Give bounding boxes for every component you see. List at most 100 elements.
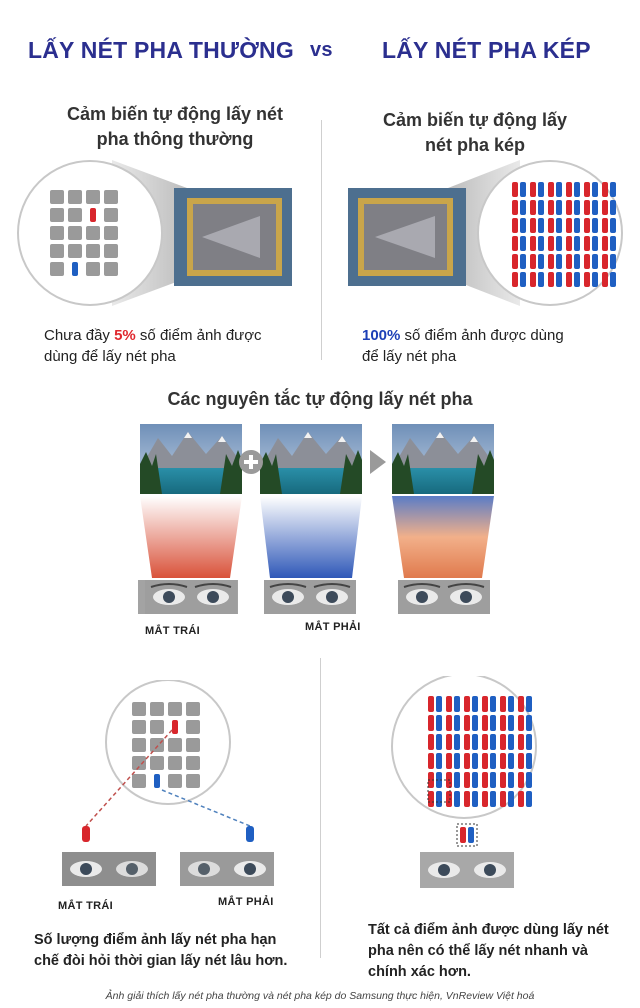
dual-pixel-red [500,696,506,712]
bottom-left-desc-line1: Số lượng điểm ảnh lấy nét pha hạn [34,932,277,948]
pixel [186,702,200,716]
pixel [104,208,118,222]
dual-pixel-blue [610,182,616,197]
dual-pixel-blue [592,272,598,287]
bottom-right-eye-label: MẮT PHẢI [218,896,274,908]
dual-pixel-red [602,254,608,269]
pixel [50,208,64,222]
dual-pixel-red [566,254,572,269]
top-left-desc-line1: Chưa đầy 5% số điểm ảnh được [44,325,314,346]
dual-pixel-blue [526,791,532,807]
dual-pixel-red [428,791,434,807]
dual-pixel-red [512,182,518,197]
highlighted-pixel-box [427,779,451,803]
pixel [150,702,164,716]
dual-pixel-blue [436,772,442,788]
dual-pixel-red [548,218,554,233]
dual-pixel-blue [490,772,496,788]
dual-pixel-blue [490,734,496,750]
middle-title: Các nguyên tắc tự động lấy nét pha [167,389,473,409]
pixel [86,262,100,276]
dual-pixel-blue [574,236,580,251]
dual-pixel-blue [574,218,580,233]
dual-pixel-blue [454,734,460,750]
desc-suffix: số điểm ảnh được [135,327,262,344]
dual-pixel-sensor-illustration [348,160,623,306]
right-phase-pixel [246,826,254,842]
dual-pixel-blue [454,791,460,807]
pixel [186,720,200,734]
dual-pixel-blue [520,218,526,233]
dual-pixel-red [584,182,590,197]
dual-pixel-blue [472,734,478,750]
dual-pixel-blue [556,254,562,269]
vs-label: vs [310,39,333,61]
dual-pixel-red [500,734,506,750]
top-left-subtitle-line1: Cảm biến tự động lấy nét [66,104,284,124]
dual-pixel-red [530,182,536,197]
dual-pixel-blue [556,218,562,233]
dual-pixel-red [566,236,572,251]
pixel [104,262,118,276]
dual-pixel-blue [610,254,616,269]
right-eye-photo [180,852,274,886]
pixel [86,226,100,240]
dual-pixel-red [584,200,590,215]
dual-pixel-blue [472,696,478,712]
combined-light-beam [392,496,494,578]
pixel [168,702,182,716]
dual-pixel-blue [526,734,532,750]
dual-pixel-blue [592,254,598,269]
dual-pixel-red [500,772,506,788]
dual-pixel-blue [556,200,562,215]
plus-icon-bar [249,455,253,469]
dual-pixel-red [512,272,518,287]
dual-pixel-red [530,200,536,215]
dual-pixel-blue [556,236,562,251]
right-heading: LẤY NÉT PHA KÉP [382,37,591,63]
dual-pixel-blue [508,753,514,769]
desc-suffix: số điểm ảnh được dùng [400,327,564,344]
dual-pixel-blue [454,696,460,712]
dual-pixel-red [602,200,608,215]
bottom-left-description: Số lượng điểm ảnh lấy nét pha hạn chế đò… [34,930,319,972]
dual-pixel-red [482,696,488,712]
dual-pixel-red [518,772,524,788]
dual-pixel-blue [526,715,532,731]
dual-pixel-blue [574,200,580,215]
pixel [104,226,118,240]
dual-pixel-blue [490,753,496,769]
dual-pixel-red [482,753,488,769]
dual-pixel-blue [610,218,616,233]
pixel [50,190,64,204]
dual-pixel-red [602,218,608,233]
top-divider [321,120,322,360]
middle-left-eye-label: MẮT TRÁI [145,625,200,637]
dual-pixel-blue [574,272,580,287]
dual-pixel-blue [574,254,580,269]
pixel [150,738,164,752]
dual-pixel-blue [610,272,616,287]
pixel [104,244,118,258]
dual-pixel-red [512,200,518,215]
top-left-desc-line2: dùng để lấy nét pha [44,348,176,365]
dual-pixel-blue [436,715,442,731]
combined-eyes-photo [420,852,514,888]
dual-pixel-blue [508,734,514,750]
pixel [186,738,200,752]
dual-pixel-blue [526,753,532,769]
dual-pixel-red [464,772,470,788]
pixel [86,244,100,258]
pixel [132,756,146,770]
pixel [150,720,164,734]
pixel [68,208,82,222]
dual-pixel-blue [520,236,526,251]
top-left-subtitle: Cảm biến tự động lấy nét pha thông thườn… [30,102,320,152]
percent-100: 100% [362,327,401,344]
dual-pixel-red [464,734,470,750]
phase-pixel [72,262,78,276]
top-right-description: 100% số điểm ảnh được dùng để lấy nét ph… [362,325,632,367]
dual-pixel-blue [490,791,496,807]
pixel [68,190,82,204]
dual-pixel-right [468,827,474,843]
